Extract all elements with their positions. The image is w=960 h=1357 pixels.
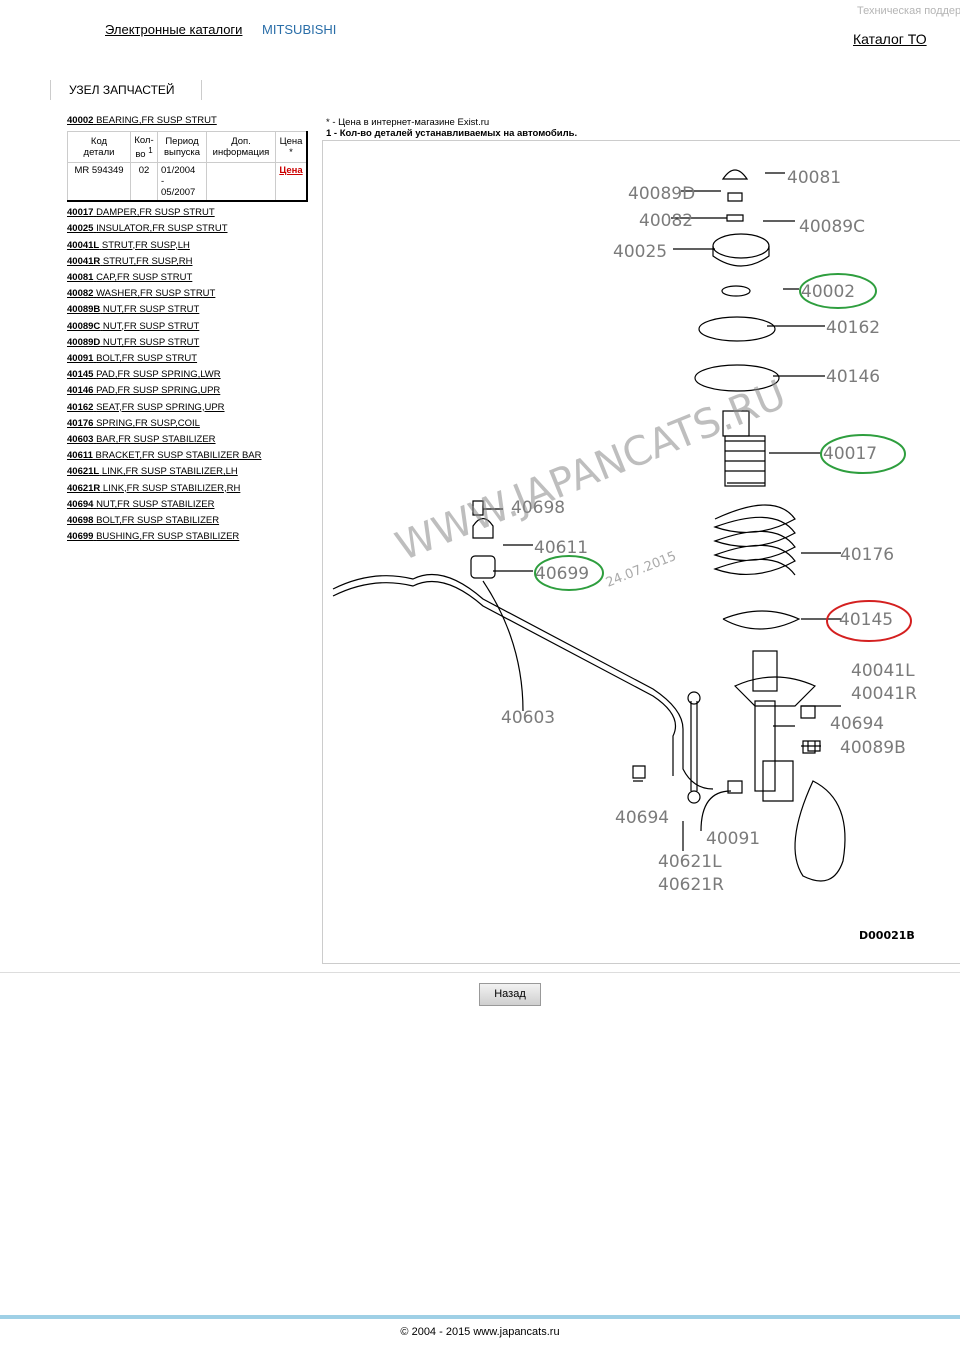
support-link[interactable]: Техническая поддержк	[857, 5, 960, 17]
parts-diagram: 40081 40089D 40082 40089C 40025 40002 40…	[322, 140, 960, 964]
highlight-40145	[826, 600, 912, 642]
section-tab: УЗЕЛ ЗАПЧАСТЕЙ	[50, 80, 202, 100]
label-40041R[interactable]: 40041R	[851, 684, 917, 704]
label-40699[interactable]: 40699	[535, 564, 589, 584]
label-40162[interactable]: 40162	[826, 318, 880, 338]
part-link-40145[interactable]: 40145 PAD,FR SUSP SPRING,LWR	[67, 369, 221, 381]
cell-info	[206, 162, 276, 202]
breadcrumb-catalogs[interactable]: Электронные каталоги	[105, 22, 243, 37]
spring-shape	[713, 504, 796, 576]
price-note: * - Цена в интернет-магазине Exist.ru	[326, 117, 490, 128]
part-link-40089B[interactable]: 40089B NUT,FR SUSP STRUT	[67, 304, 200, 316]
table-row: MR 594349 02 01/2004-05/2007 Цена	[67, 162, 308, 202]
part-link-40146[interactable]: 40146 PAD,FR SUSP SPRING,UPR	[67, 385, 221, 397]
part-link-40025[interactable]: 40025 INSULATOR,FR SUSP STRUT	[67, 223, 228, 235]
label-40025[interactable]: 40025	[613, 242, 667, 262]
label-40002[interactable]: 40002	[801, 282, 855, 302]
part-link-40162[interactable]: 40162 SEAT,FR SUSP SPRING,UPR	[67, 401, 225, 413]
header-price: Цена*	[275, 131, 308, 164]
diagram-svg: 40081 40089D 40082 40089C 40025 40002 40…	[332, 168, 917, 942]
part-link-40611[interactable]: 40611 BRACKET,FR SUSP STABILIZER BAR	[67, 450, 262, 462]
knuckle-shape	[794, 780, 846, 882]
label-40698[interactable]: 40698	[511, 498, 565, 518]
label-40694-right[interactable]: 40694	[830, 714, 884, 734]
watermark-date: 24.07.2015	[604, 549, 679, 591]
selected-part-link[interactable]: 40002 BEARING,FR SUSP STRUT	[67, 115, 217, 126]
label-40089C[interactable]: 40089C	[799, 217, 865, 237]
cell-qty: 02	[130, 162, 158, 202]
section-title: УЗЕЛ ЗАПЧАСТЕЙ	[69, 83, 175, 97]
diagram-labels: 40081 40089D 40082 40089C 40025 40002 40…	[501, 168, 917, 895]
label-40611[interactable]: 40611	[534, 538, 588, 558]
part-link-40082[interactable]: 40082 WASHER,FR SUSP STRUT	[67, 288, 216, 300]
cell-code: MR 594349	[67, 162, 131, 202]
label-40089B[interactable]: 40089B	[840, 738, 906, 758]
part-link-40694[interactable]: 40694 NUT,FR SUSP STABILIZER	[67, 498, 215, 510]
header-info: Доп.информация	[206, 131, 276, 164]
label-40017[interactable]: 40017	[823, 444, 877, 464]
part-link-40603[interactable]: 40603 BAR,FR SUSP STABILIZER	[67, 434, 216, 446]
part-link-40041R[interactable]: 40041R STRUT,FR SUSP,RH	[67, 255, 193, 267]
part-link-40621R[interactable]: 40621R LINK,FR SUSP STABILIZER,RH	[67, 482, 241, 494]
label-40082[interactable]: 40082	[639, 211, 693, 231]
back-button[interactable]: Назад	[479, 983, 541, 1006]
part-link-40089D[interactable]: 40089D NUT,FR SUSP STRUT	[67, 336, 200, 348]
label-40091[interactable]: 40091	[706, 829, 760, 849]
catalog-to-link[interactable]: Каталог ТО	[853, 31, 927, 47]
highlight-40002	[799, 273, 877, 309]
cap-shape	[721, 169, 749, 180]
part-link-40698[interactable]: 40698 BOLT,FR SUSP STABILIZER	[67, 515, 220, 527]
bearing-shape	[721, 285, 751, 297]
part-link-40081[interactable]: 40081 CAP,FR SUSP STRUT	[67, 272, 193, 284]
footer-copyright: © 2004 - 2015 www.japancats.ru	[400, 1326, 560, 1338]
breadcrumb-brand[interactable]: MITSUBISHI	[262, 22, 337, 37]
label-40146[interactable]: 40146	[826, 367, 880, 387]
stabilizer-bar-shape	[332, 573, 714, 790]
seat-shape	[698, 316, 776, 342]
label-40694-left[interactable]: 40694	[615, 808, 669, 828]
footer-bar	[0, 1315, 960, 1319]
diagram-ref: D00021B	[859, 929, 915, 942]
part-link-40091[interactable]: 40091 BOLT,FR SUSP STRUT	[67, 353, 198, 365]
part-link-40089C[interactable]: 40089C NUT,FR SUSP STRUT	[67, 320, 200, 332]
part-link-40176[interactable]: 40176 SPRING,FR SUSP,COIL	[67, 417, 200, 429]
label-40621L[interactable]: 40621L	[658, 852, 722, 872]
label-40176[interactable]: 40176	[840, 545, 894, 565]
cell-period: 01/2004-05/2007	[157, 162, 207, 202]
insulator-shape	[712, 233, 770, 259]
label-40041L[interactable]: 40041L	[851, 661, 915, 681]
divider	[0, 972, 960, 973]
label-40621R[interactable]: 40621R	[658, 875, 724, 895]
diagram-drawing	[332, 169, 846, 882]
label-40145[interactable]: 40145	[839, 610, 893, 630]
cell-price[interactable]: Цена	[275, 162, 308, 202]
label-40603[interactable]: 40603	[501, 708, 555, 728]
pad-lower-shape	[722, 610, 801, 630]
highlight-40017	[820, 434, 906, 474]
part-link-40017[interactable]: 40017 DAMPER,FR SUSP STRUT	[67, 207, 215, 219]
highlight-40699	[534, 555, 604, 591]
label-40089D[interactable]: 40089D	[628, 184, 695, 204]
qty-note: 1 - Кол-во деталей устанавливаемых на ав…	[326, 128, 578, 139]
price-link[interactable]: Цена	[279, 165, 303, 177]
pad-upper-shape	[694, 364, 780, 392]
part-link-40621L[interactable]: 40621L LINK,FR SUSP STABILIZER,LH	[67, 466, 238, 478]
highlight-circles	[534, 273, 912, 642]
label-40081[interactable]: 40081	[787, 168, 841, 188]
other-parts: 40017 DAMPER,FR SUSP STRUT 40025 INSULATO…	[67, 205, 327, 545]
part-link-40699[interactable]: 40699 BUSHING,FR SUSP STABILIZER	[67, 531, 240, 543]
header-qty: Кол-во 1	[130, 131, 158, 164]
part-link-40041L[interactable]: 40041L STRUT,FR SUSP,LH	[67, 239, 190, 251]
washer-shape	[726, 192, 744, 222]
